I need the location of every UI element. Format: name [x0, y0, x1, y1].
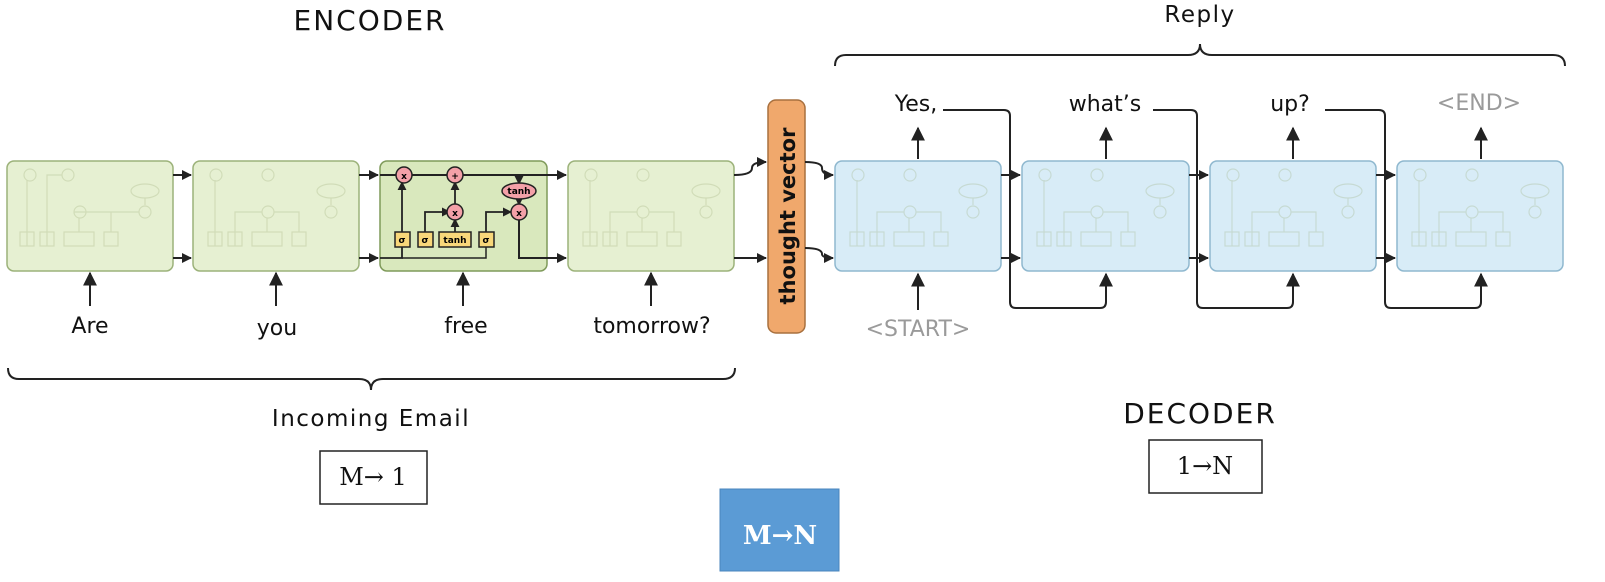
decoder-output-arrows	[911, 126, 1488, 159]
decoder-feedback-loops	[943, 109, 1488, 309]
thought-to-decoder	[804, 161, 834, 263]
svg-text:+: +	[451, 172, 459, 182]
svg-text:σ: σ	[482, 236, 489, 246]
decoder-cell-4	[1396, 160, 1564, 272]
end-token: <END>	[1437, 91, 1521, 116]
output-multiply-op	[510, 203, 528, 221]
decoder-title: DECODER	[1123, 397, 1277, 430]
input-word-2: you	[257, 316, 297, 341]
input-gate	[417, 231, 434, 248]
output-word-1: Yes,	[894, 92, 938, 117]
svg-text:tanh: tanh	[443, 236, 466, 246]
encoder-cell-1-internals	[19, 168, 160, 247]
svg-text:tanh: tanh	[507, 187, 530, 197]
encoder-cell-2-internals	[207, 168, 346, 247]
output-word-3: up?	[1270, 92, 1310, 117]
thought-vector-label: thought vector	[776, 127, 800, 305]
encoder-cell-4	[567, 160, 735, 272]
start-token: <START>	[866, 317, 971, 342]
input-word-3: free	[444, 314, 487, 339]
decoder-cell-1	[834, 160, 1002, 272]
svg-text:x: x	[516, 209, 522, 219]
reply-brace	[834, 43, 1566, 67]
input-multiply-op	[446, 203, 464, 221]
forget-gate	[394, 231, 411, 248]
output-word-2: what’s	[1069, 92, 1142, 117]
svg-text:x: x	[401, 172, 407, 182]
candidate-gate	[438, 231, 472, 248]
center-badge: M→N	[719, 488, 840, 572]
output-gate	[478, 231, 495, 248]
svg-text:x: x	[452, 209, 458, 219]
input-word-1: Are	[71, 314, 108, 339]
decoder-mapping-box: 1→N	[1148, 439, 1263, 494]
encoder-mapping-label: M→ 1	[339, 463, 407, 491]
encoder-input-arrows	[83, 271, 658, 306]
center-badge-label: M→N	[743, 521, 817, 551]
add-op	[446, 166, 464, 184]
decoder-cell-3	[1209, 160, 1377, 272]
forget-multiply-op	[395, 166, 413, 184]
svg-text:σ: σ	[398, 236, 405, 246]
encoder-cell-3-internals: x + x x tanh σ σ tanh σ	[380, 166, 548, 259]
encoder-mapping-box: M→ 1	[319, 450, 428, 505]
encoder-connections	[173, 157, 767, 263]
decoder-cells	[834, 160, 1564, 272]
incoming-email-brace	[7, 367, 736, 391]
encoder-cells	[6, 160, 735, 272]
decoder-cell-internals	[849, 168, 1550, 247]
encoder-cell-1	[6, 160, 174, 272]
encoder-cell-2	[192, 160, 360, 272]
svg-text:σ: σ	[421, 236, 428, 246]
input-word-4: tomorrow?	[593, 314, 710, 339]
encoder-title: ENCODER	[294, 4, 447, 37]
incoming-email-caption: Incoming Email	[272, 406, 470, 432]
thought-vector: thought vector	[767, 99, 806, 334]
reply-label: Reply	[1164, 2, 1235, 28]
encoder-cell-4-internals	[582, 168, 721, 247]
decoder-mapping-label: 1→N	[1177, 452, 1233, 480]
tanh-op	[501, 182, 537, 200]
